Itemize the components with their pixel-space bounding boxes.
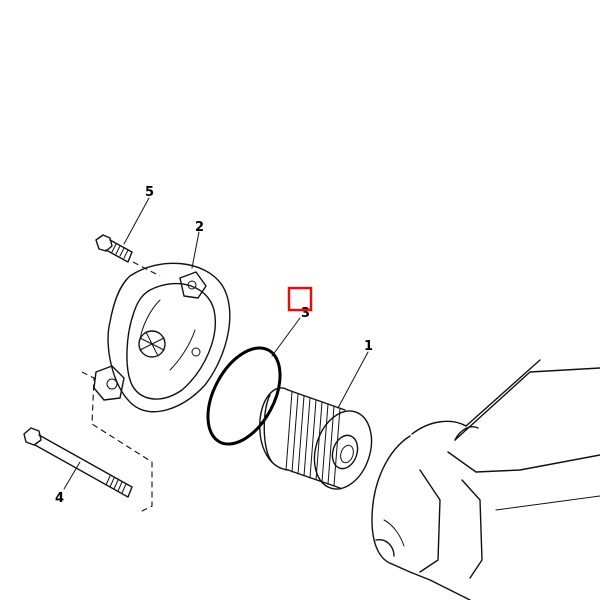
callout-2: 2 bbox=[195, 220, 204, 235]
filter-cover bbox=[93, 262, 231, 413]
highlight-box bbox=[287, 286, 313, 312]
oil-filter-element bbox=[259, 387, 373, 490]
leader-line-5 bbox=[123, 197, 150, 245]
leader-line-3 bbox=[271, 317, 301, 357]
leader-line-2 bbox=[191, 231, 200, 269]
engine-case bbox=[371, 359, 600, 600]
alignment-frame bbox=[81, 371, 153, 513]
short-bolt bbox=[95, 234, 133, 263]
leader-line-1 bbox=[337, 351, 369, 409]
o-ring bbox=[206, 346, 282, 446]
callout-4: 4 bbox=[55, 491, 64, 506]
callout-3: 3 bbox=[301, 306, 310, 321]
alignment-line-cover bbox=[132, 261, 161, 277]
leader-line-4 bbox=[63, 461, 81, 490]
callout-1: 1 bbox=[364, 339, 373, 354]
long-bolt bbox=[23, 427, 133, 498]
callout-5: 5 bbox=[145, 185, 154, 200]
